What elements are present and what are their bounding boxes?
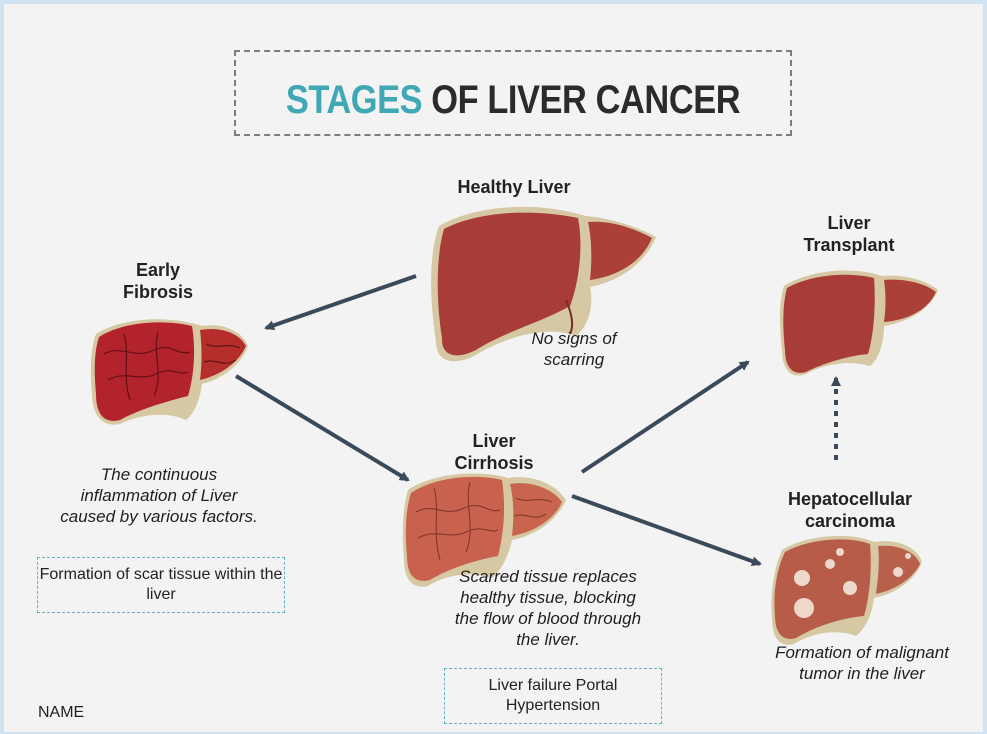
healthy-liver-label: Healthy Liver: [444, 176, 584, 198]
name-label: NAME: [38, 704, 84, 722]
carcinoma-liver-icon: [771, 536, 922, 645]
page-title: STAGES OF LIVER CANCER: [275, 78, 751, 123]
canvas: STAGES OF LIVER CANCER Healthy Liver No …: [4, 4, 983, 732]
cirrhosis-label: Liver Cirrhosis: [454, 430, 534, 474]
fibrosis-note: Formation of scar tissue within the live…: [37, 557, 285, 613]
arrow-cirrhosis-to-transplant: [582, 362, 748, 472]
title-box: STAGES OF LIVER CANCER: [234, 50, 792, 136]
carcinoma-label: Hepatocellular carcinoma: [760, 488, 940, 532]
healthy-liver-description: No signs of scarring: [514, 328, 634, 370]
title-rest: OF LIVER CANCER: [422, 78, 740, 122]
arrow-healthy-to-fibrosis: [266, 276, 416, 328]
carcinoma-description: Formation of malignant tumor in the live…: [770, 642, 954, 684]
fibrosis-label: Early Fibrosis: [122, 259, 194, 303]
title-accent: STAGES: [286, 78, 422, 122]
cirrhosis-description: Scarred tissue replaces healthy tissue, …: [448, 566, 648, 650]
fibrosis-liver-icon: [91, 319, 248, 424]
cirrhosis-note: Liver failure Portal Hypertension: [444, 668, 662, 724]
arrow-cirrhosis-to-carcinoma: [572, 496, 760, 564]
arrow-fibrosis-to-cirrhosis: [236, 376, 408, 480]
fibrosis-description: The continuous inflammation of Liver cau…: [59, 464, 259, 527]
transplant-liver-icon: [780, 271, 938, 376]
transplant-label: Liver Transplant: [794, 212, 904, 256]
